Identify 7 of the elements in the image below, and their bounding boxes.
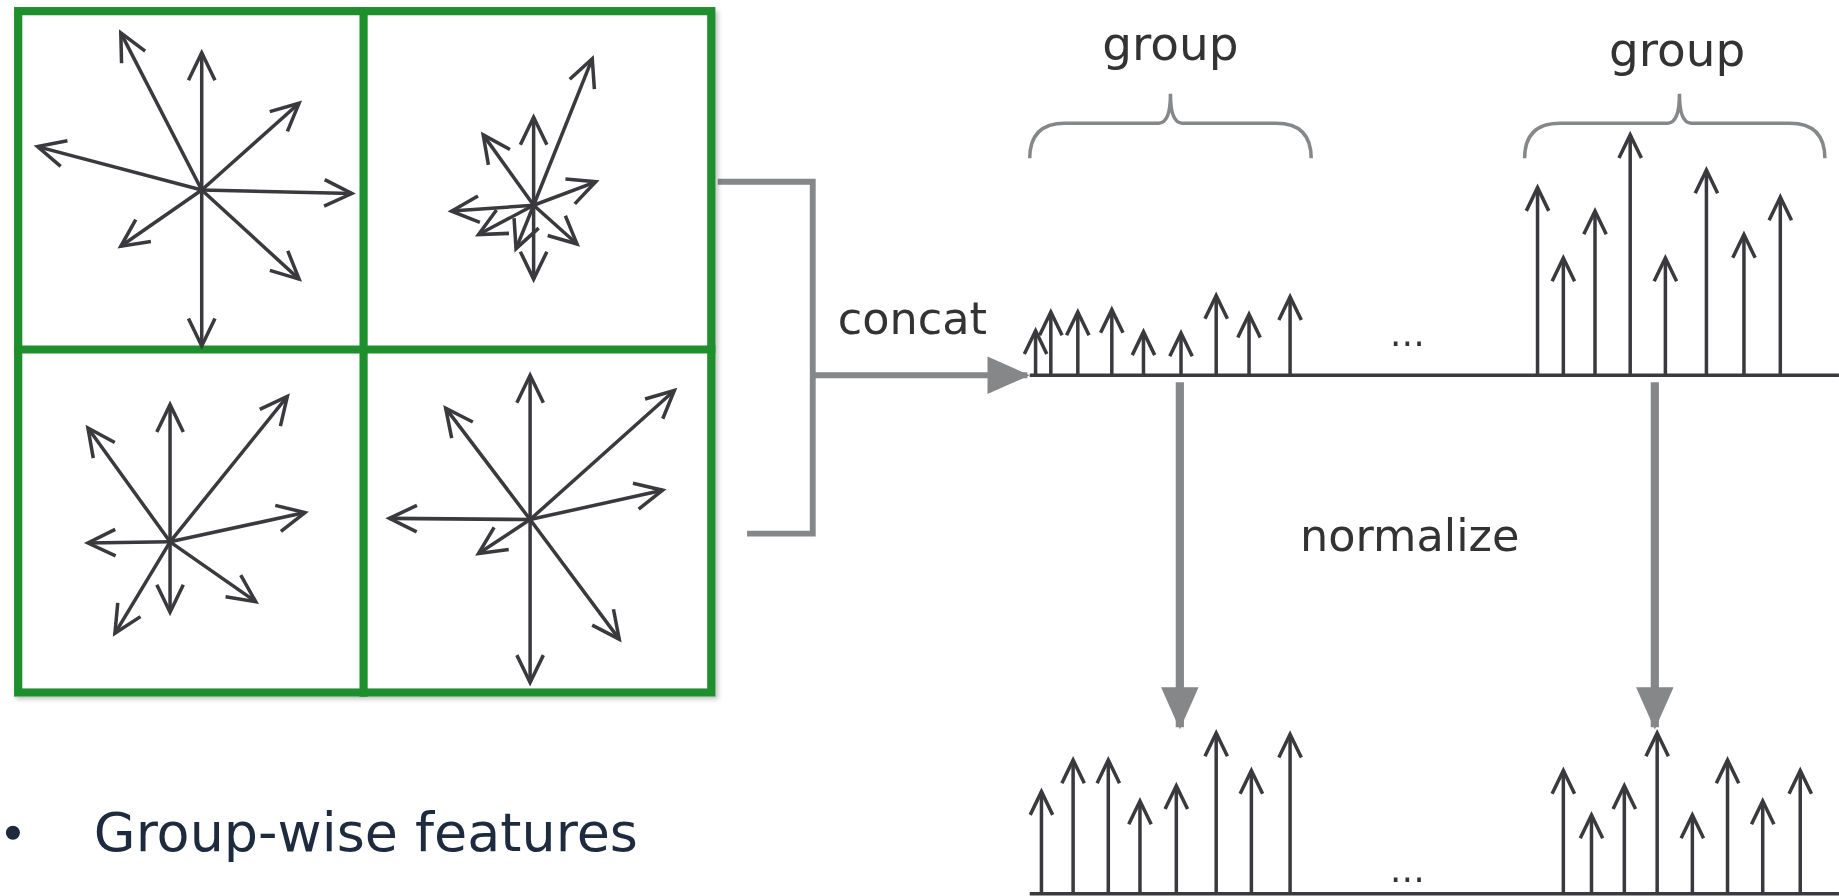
bullet-text: Group-wise features bbox=[93, 805, 638, 860]
arrow bbox=[1636, 382, 1674, 730]
descriptor-grid bbox=[14, 7, 716, 697]
axis-label: normalize bbox=[1300, 513, 1520, 559]
arrow bbox=[1161, 382, 1199, 730]
ellipsis: … bbox=[1389, 316, 1425, 352]
ellipsis: … bbox=[1389, 852, 1425, 888]
